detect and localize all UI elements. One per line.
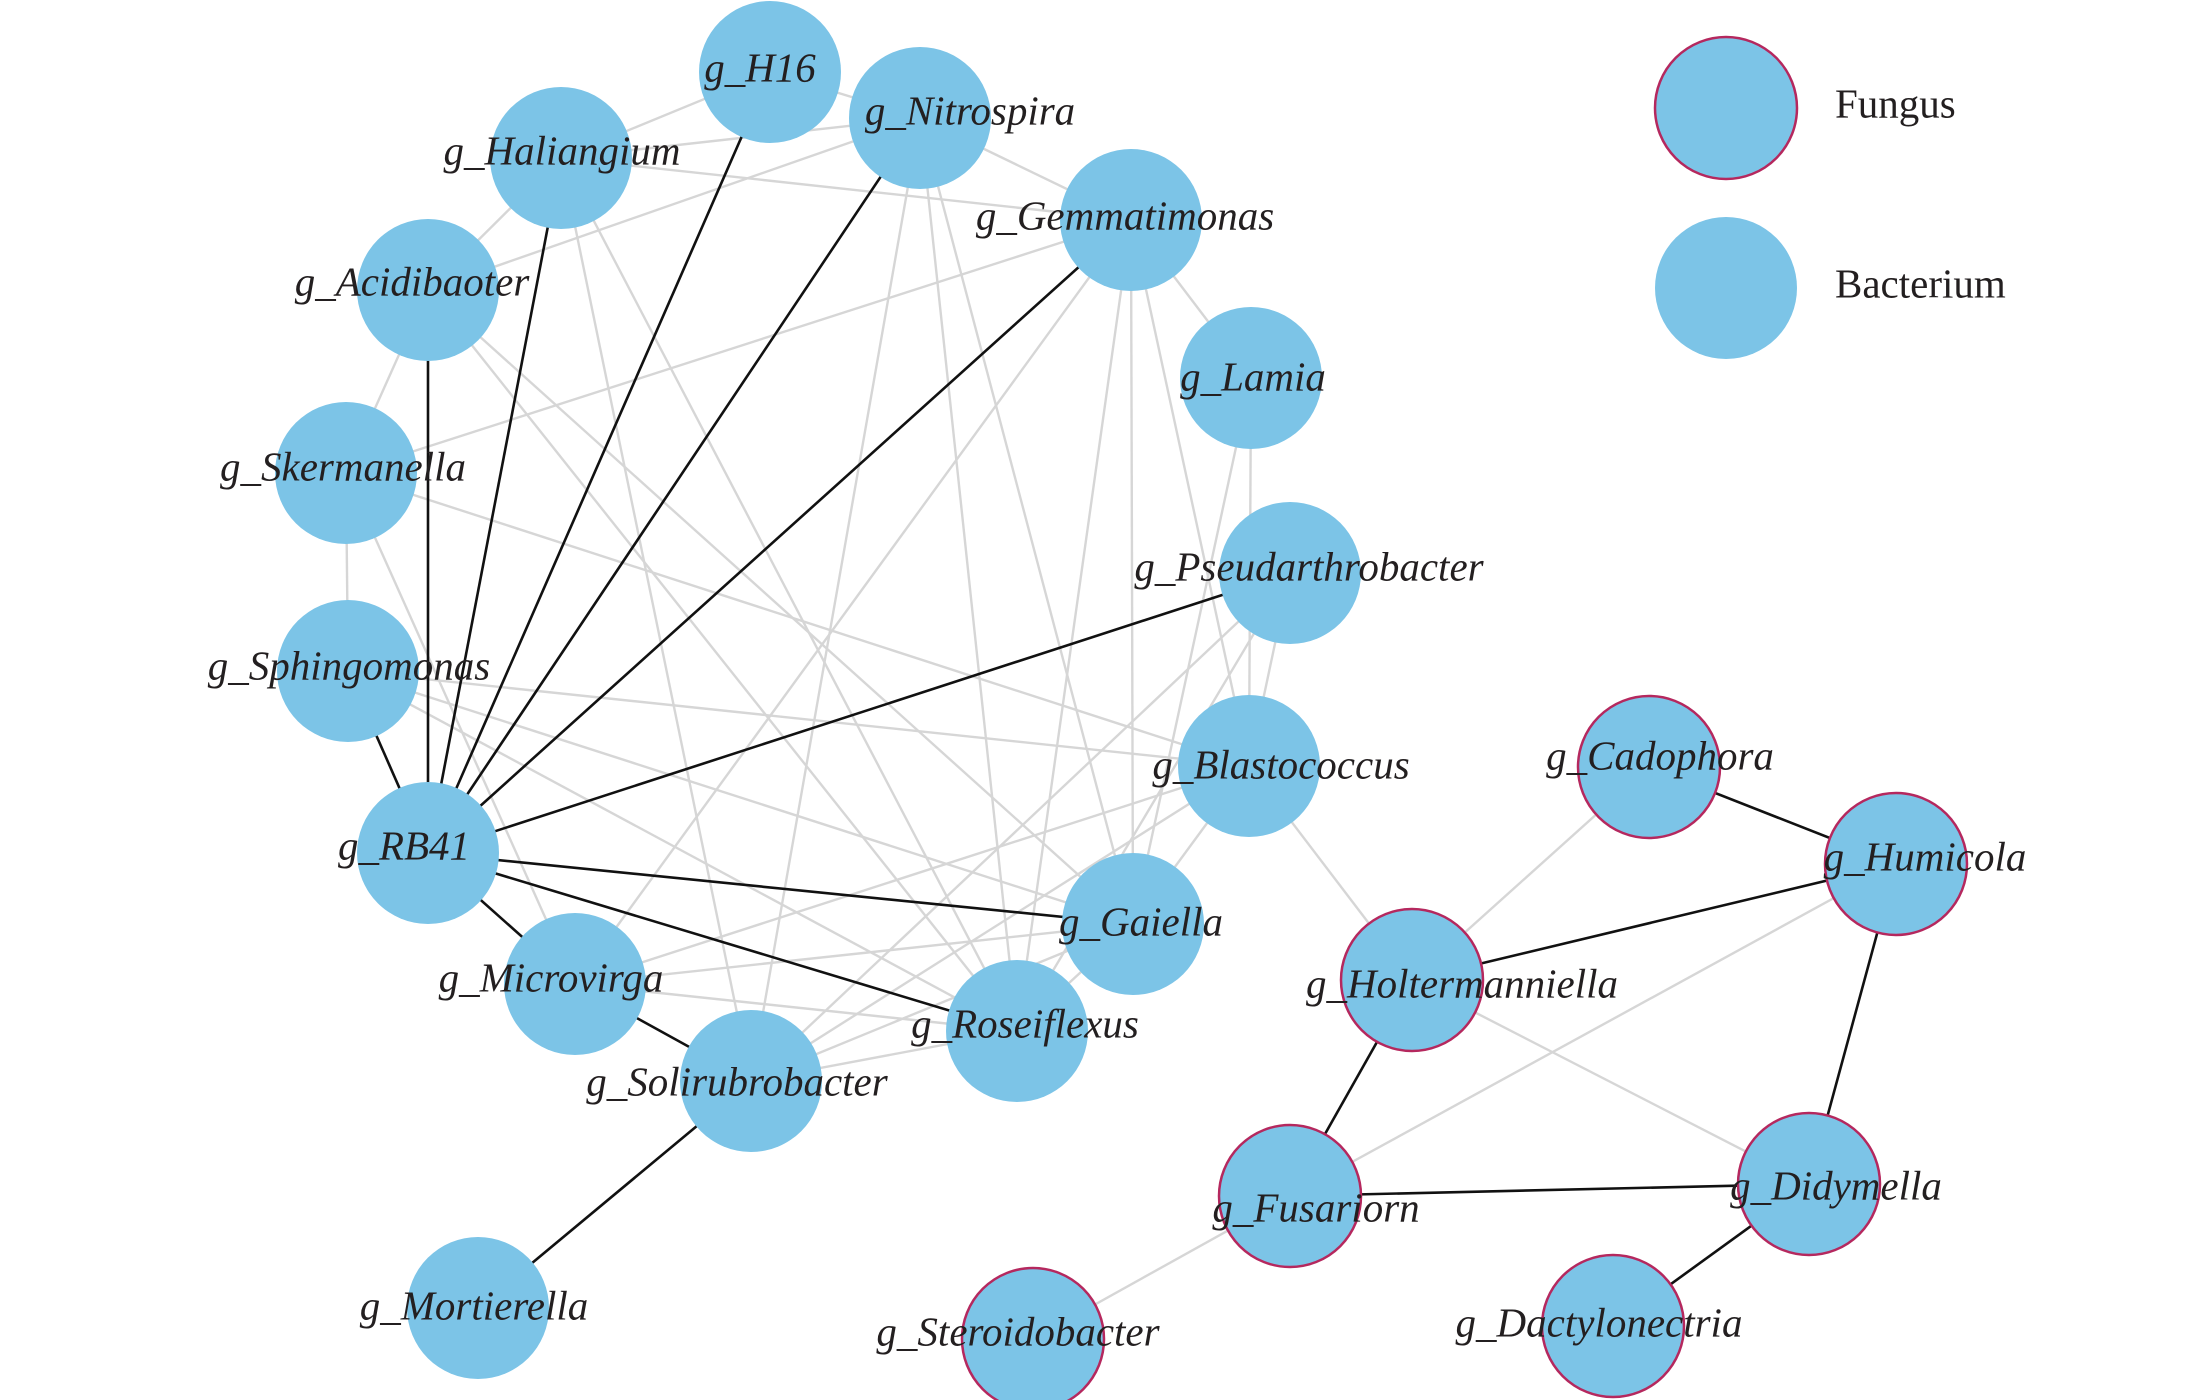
node-acidibaoter: [357, 219, 499, 361]
edge-rb41-gemmatimonas: [427, 219, 1132, 854]
node-label-didymella: g_Didymella: [1730, 1162, 1942, 1208]
legend-swatch-bacterium: [1655, 217, 1797, 359]
node-label-haliangium: g_Haliangium: [444, 127, 681, 173]
legend-label-fungus: Fungus: [1835, 80, 1956, 126]
node-label-gaiella: g_Gaiella: [1059, 898, 1223, 944]
edge-skermanella-gemmatimonas: [345, 218, 1132, 475]
node-layer: [275, 1, 1969, 1400]
node-nitrospira: [849, 47, 991, 189]
edge-gemmatimonas-gaiella: [1129, 219, 1135, 925]
edge-acidibaoter-roseiflexus: [427, 289, 1018, 1032]
node-microvirga: [504, 913, 646, 1055]
node-label-nitrospira: g_Nitrospira: [865, 87, 1075, 133]
edge-nitrospira-solirubrobacter: [749, 117, 922, 1082]
edge-sphingomonas-roseiflexus: [347, 669, 1018, 1033]
edge-haliangium-solirubrobacter: [559, 157, 753, 1082]
node-mortierella: [407, 1237, 549, 1379]
edge-humicola-holtermanniella: [1411, 862, 1897, 982]
label-layer: g_H16 g_Nitrospira g_Haliangium g_Gemmatimo…: [208, 44, 2027, 1354]
node-skermanella: [275, 402, 417, 544]
node-label-h16: g_H16: [704, 44, 816, 90]
node-label-mortierella: g_Mortierella: [360, 1282, 589, 1328]
node-cadophora: [1576, 694, 1722, 840]
edge-holtermanniella-didymella: [1411, 978, 1810, 1186]
node-humicola: [1823, 791, 1969, 937]
edge-gemmatimonas-microvirga: [574, 219, 1132, 985]
node-label-rb41: g_RB41: [338, 822, 470, 868]
edge-rb41-h16: [426, 71, 772, 854]
node-pseudarthrobacter: [1219, 502, 1361, 644]
node-label-roseiflexus: g_Roseiflexus: [911, 1000, 1139, 1046]
edge-nitrospira-roseiflexus: [918, 117, 1019, 1032]
edge-gemmatimonas-blastococcus: [1129, 219, 1251, 767]
node-label-dactylonectria: g_Dactylonectria: [1456, 1299, 1743, 1345]
legend-swatch-fungus: [1653, 35, 1799, 181]
edge-rb41-roseiflexus: [427, 851, 1018, 1033]
node-label-lamia: g_Lamia: [1180, 353, 1326, 399]
node-haliangium: [490, 87, 632, 229]
node-label-blastococcus: g_Blastococcus: [1152, 741, 1409, 787]
edge-pseudarthrobacter-roseiflexus: [1015, 572, 1292, 1032]
node-label-acidibaoter: g_Acidibaoter: [295, 258, 531, 304]
node-holtermanniella: [1339, 907, 1485, 1053]
node-label-holtermanniella: g_Holtermanniella: [1306, 960, 1618, 1006]
edge-lamia-gaiella: [1131, 377, 1253, 925]
edge-rb41-haliangium: [426, 157, 563, 854]
node-h16: [699, 1, 841, 143]
edge-microvirga-roseiflexus: [574, 982, 1018, 1033]
edge-rb41-gaiella: [427, 851, 1134, 926]
node-label-solirubrobacter: g_Solirubrobacter: [586, 1058, 888, 1104]
edge-humicola-fusariorn: [1289, 862, 1897, 1198]
node-sphingomonas: [277, 600, 419, 742]
edge-rb41-pseudarthrobacter: [427, 571, 1291, 855]
node-fusariorn: [1217, 1123, 1363, 1269]
node-label-pseudarthrobacter: g_Pseudarthrobacter: [1134, 543, 1484, 589]
edge-blastococcus-microvirga: [574, 764, 1250, 986]
edge-blastococcus-solirubrobacter: [750, 764, 1250, 1083]
edge-skermanella-microvirga: [344, 472, 577, 985]
edge-gemmatimonas-roseiflexus: [1015, 219, 1133, 1032]
node-solirubrobacter: [680, 1010, 822, 1152]
node-blastococcus: [1178, 695, 1320, 837]
node-label-humicola: g_Humicola: [1824, 833, 2027, 879]
node-didymella: [1736, 1111, 1882, 1257]
node-label-skermanella: g_Skermanella: [220, 443, 466, 489]
legend-label-bacterium: Bacterium: [1835, 260, 2006, 306]
edge-haliangium-roseiflexus: [559, 157, 1019, 1032]
edge-rb41-nitrospira: [426, 117, 922, 854]
edge-sphingomonas-blastococcus: [347, 669, 1250, 768]
edge-pseudarthrobacter-solirubrobacter: [750, 572, 1291, 1082]
node-label-microvirga: g_Microvirga: [439, 954, 664, 1000]
node-lamia: [1180, 307, 1322, 449]
edge-fusariorn-didymella: [1289, 1182, 1810, 1198]
node-dactylonectria: [1540, 1253, 1686, 1399]
node-roseiflexus: [946, 960, 1088, 1102]
node-label-sphingomonas: g_Sphingomonas: [208, 642, 490, 688]
edge-gaiella-microvirga: [574, 922, 1134, 986]
node-steroidobacter: [960, 1266, 1106, 1400]
edge-nitrospira-gaiella: [918, 117, 1135, 925]
edge-acidibaoter-nitrospira: [427, 116, 921, 292]
node-rb41: [357, 782, 499, 924]
node-gaiella: [1062, 853, 1204, 995]
node-label-cadophora: g_Cadophora: [1546, 732, 1774, 778]
node-gemmatimonas: [1060, 149, 1202, 291]
edge-haliangium-gemmatimonas: [560, 156, 1132, 222]
node-label-fusariorn: g_Fusariorn: [1212, 1184, 1419, 1230]
edge-skermanella-blastococcus: [345, 471, 1250, 768]
node-label-steroidobacter: g_Steroidobacter: [876, 1308, 1160, 1354]
node-label-gemmatimonas: g_Gemmatimonas: [976, 192, 1274, 238]
edge-acidibaoter-gaiella: [427, 289, 1134, 925]
